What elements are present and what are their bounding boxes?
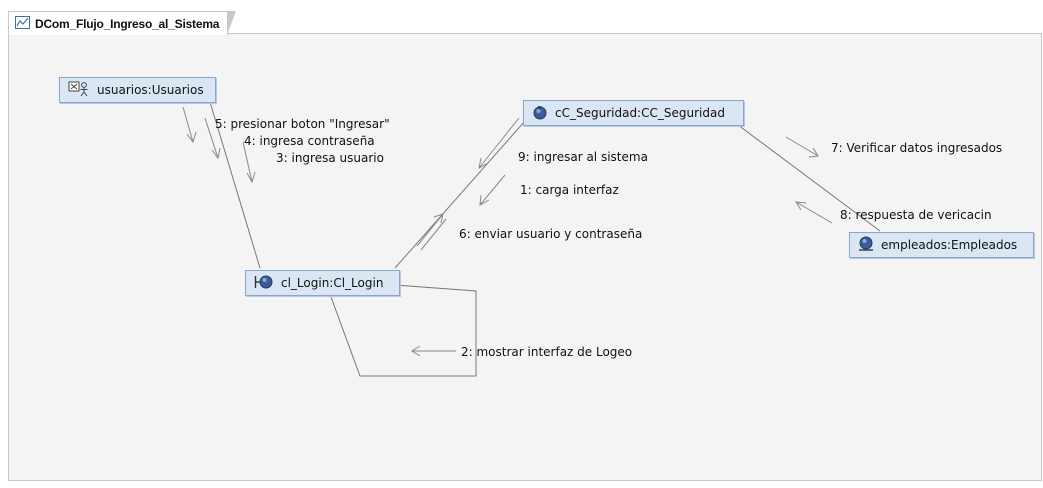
arrow-m5	[182, 106, 197, 144]
arrow-m6	[416, 213, 447, 251]
lifeline-seguridad[interactable]: cC_Seguridad:CC_Seguridad	[523, 100, 744, 126]
node-label: cl_Login:Cl_Login	[281, 276, 384, 290]
message-label-m3: 3: ingresa usuario	[276, 151, 384, 165]
actor-icon	[68, 81, 90, 100]
arrow-m4	[204, 117, 221, 160]
arrow-m2	[411, 345, 456, 357]
message-label-m6: 6: enviar usuario y contraseña	[459, 227, 643, 241]
message-label-m2: 2: mostrar interfaz de Logeo	[461, 345, 633, 359]
entity-icon	[858, 236, 874, 254]
boundary-icon	[254, 275, 274, 292]
message-label-m5: 5: presionar boton "Ingresar"	[215, 117, 390, 131]
link-usuarios-login	[209, 101, 261, 269]
arrow-m3	[242, 141, 256, 184]
link-login-seguridad	[394, 120, 526, 269]
arrow-m9	[478, 117, 520, 169]
node-label: empleados:Empleados	[881, 238, 1018, 252]
link-login-self	[330, 284, 477, 377]
message-label-m9: 9: ingresar al sistema	[518, 150, 648, 164]
diagram-icon	[15, 14, 30, 33]
arrow-m7	[785, 136, 819, 158]
message-label-m7: 7: Verificar datos ingresados	[831, 141, 1003, 155]
lifeline-empleados[interactable]: empleados:Empleados	[849, 232, 1034, 258]
message-label-m1: 1: carga interfaz	[520, 183, 619, 197]
diagram-tab[interactable]: DCom_Flujo_Ingreso_al_Sistema	[8, 11, 237, 35]
arrow-m1	[479, 174, 506, 206]
lifeline-usuarios[interactable]: usuarios:Usuarios	[59, 77, 216, 103]
control-icon	[532, 104, 548, 123]
diagram-title: DCom_Flujo_Ingreso_al_Sistema	[35, 16, 220, 31]
node-label: usuarios:Usuarios	[97, 83, 204, 97]
message-label-m4: 4: ingresa contraseña	[244, 134, 375, 148]
link-seguridad-empleados	[737, 124, 881, 232]
node-label: cC_Seguridad:CC_Seguridad	[555, 106, 725, 120]
arrow-m8	[795, 201, 833, 224]
lifeline-login[interactable]: cl_Login:Cl_Login	[245, 270, 400, 296]
message-label-m8: 8: respuesta de vericacin	[840, 208, 992, 222]
